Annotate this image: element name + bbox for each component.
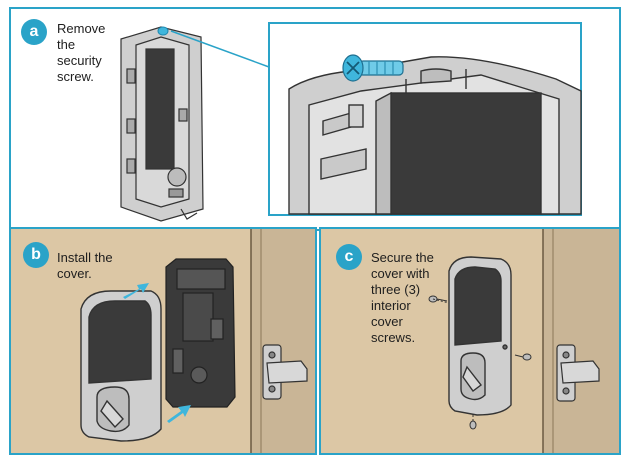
interior-cover-b — [165, 258, 236, 408]
door-edge-b — [251, 229, 315, 453]
lock-interior-zoomed — [288, 56, 582, 215]
latch-bolt-c — [556, 344, 600, 402]
step-c-badge: c — [336, 244, 362, 270]
security-screw-zoomed — [342, 54, 404, 82]
step-c-panel: c Secure the cover with three (3) interi… — [319, 227, 621, 455]
step-b-badge: b — [23, 242, 49, 268]
step-b-panel: b Install the cover. — [9, 227, 317, 455]
step-a-badge: a — [21, 19, 47, 45]
step-c-instruction: Secure the cover with three (3) interior… — [371, 250, 434, 345]
exterior-keypad-c — [448, 256, 512, 416]
security-screw-small — [157, 26, 169, 36]
lock-interior-small — [120, 26, 204, 222]
install-arrow-top — [123, 283, 149, 299]
step-b-instruction: Install the cover. — [57, 250, 113, 281]
step-a-panel: a Remove the security screw. — [9, 7, 621, 231]
step-a-instruction: Remove the security screw. — [57, 21, 106, 84]
door-edge-c — [543, 229, 619, 453]
step-c-illustration — [428, 229, 619, 453]
callout-line — [170, 30, 270, 68]
latch-bolt-b — [262, 344, 308, 400]
cover-screws — [428, 295, 532, 430]
install-arrow-bottom — [167, 405, 191, 423]
step-a-illustration — [120, 22, 582, 222]
exterior-keypad-b — [80, 290, 162, 442]
step-b-illustration — [80, 229, 315, 453]
